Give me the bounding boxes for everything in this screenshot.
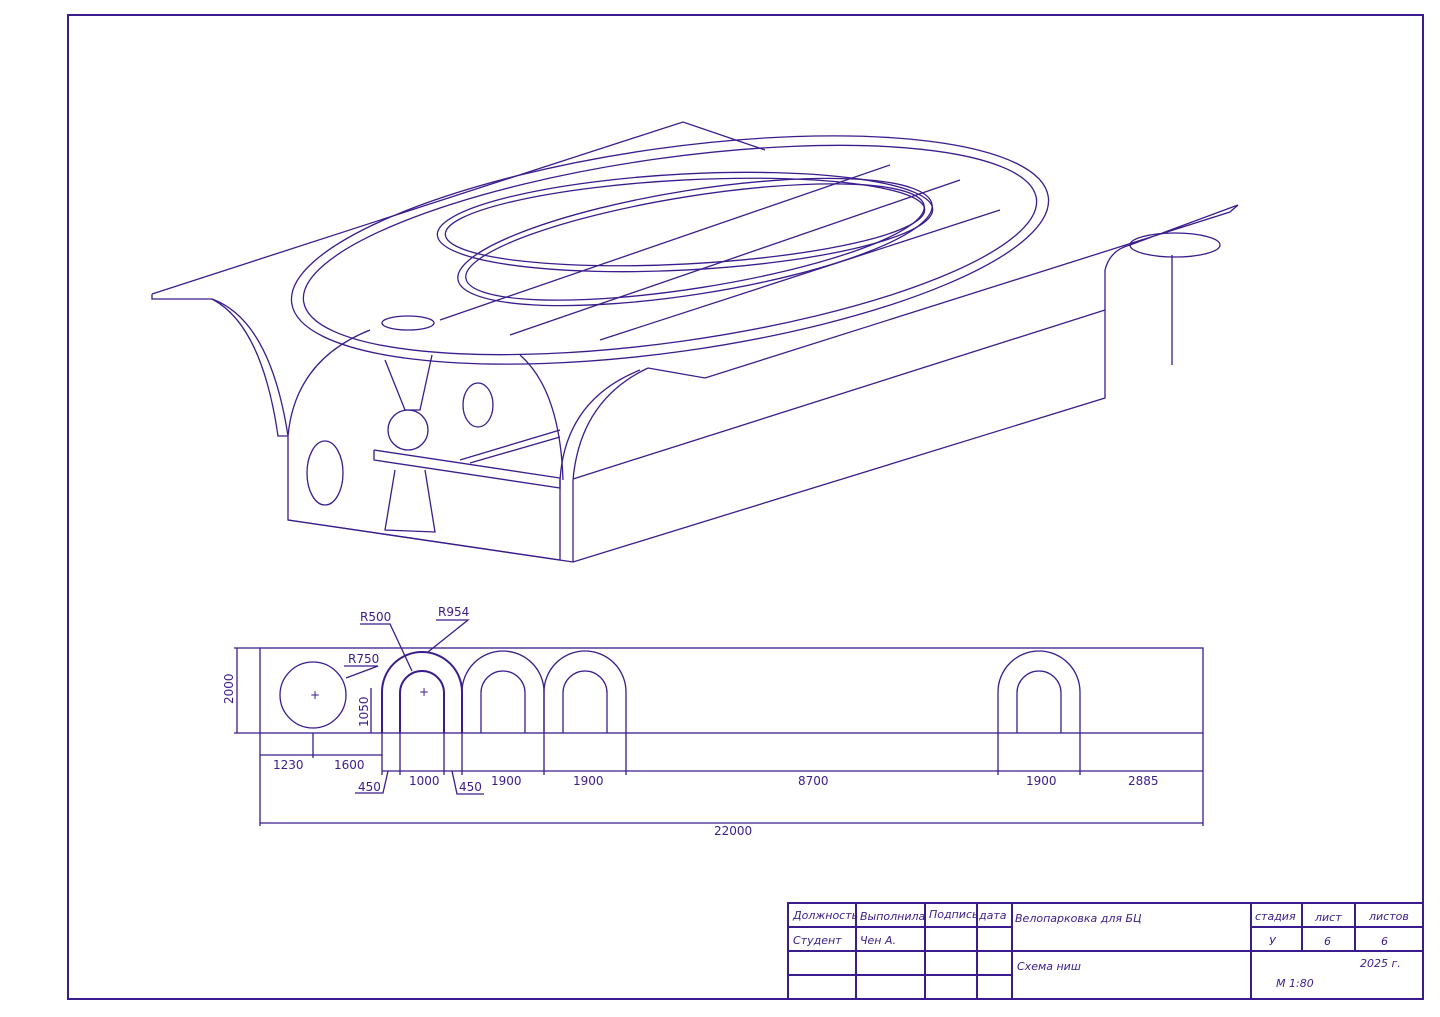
isometric-view — [151, 121, 1239, 563]
scale: М 1:80 — [1276, 977, 1314, 990]
header-signature: Подпись — [929, 908, 978, 921]
dimension: 1900 — [573, 774, 604, 788]
sheets-total: 6 — [1381, 935, 1388, 948]
role: Студент — [793, 934, 842, 947]
project-name: Велопарковка для БЦ — [1015, 912, 1142, 925]
stage: У — [1269, 935, 1277, 948]
sheet-title: Схема ниш — [1017, 960, 1081, 973]
dimension: 450 — [358, 780, 381, 794]
dimension: 1000 — [409, 774, 440, 788]
dimension: 1900 — [1026, 774, 1057, 788]
header-date: дата — [978, 909, 1007, 922]
dimension: 2885 — [1128, 774, 1159, 788]
author: Чен А. — [860, 934, 896, 947]
svg-text:+: + — [419, 685, 429, 699]
radius-label: R750 — [348, 652, 379, 666]
sheet-label: лист — [1314, 911, 1342, 924]
dimension: 1230 — [273, 758, 304, 772]
radius-label: R954 — [438, 605, 469, 619]
radius-label: R500 — [360, 610, 391, 624]
header-position: Должность — [792, 909, 858, 922]
round-niche — [279, 661, 347, 729]
svg-text:+: + — [310, 688, 320, 702]
dimension: 450 — [459, 780, 482, 794]
title-block: Должность Выполнила Подпись дата Велопар… — [787, 902, 1424, 1000]
year: 2025 г. — [1360, 957, 1401, 970]
total-dimension: 22000 — [714, 824, 752, 838]
dimension: 1600 — [334, 758, 365, 772]
niche-elevation: + + R500 R954 R750 2000 1050 1230 1600 — [222, 605, 1204, 838]
arch-height-dimension: 1050 — [357, 696, 371, 727]
dimension: 8700 — [798, 774, 829, 788]
arch-niches: + — [381, 650, 1081, 733]
dimension: 1900 — [491, 774, 522, 788]
stage-label: стадия — [1255, 910, 1296, 923]
height-dimension: 2000 — [222, 673, 236, 704]
header-performed: Выполнила — [860, 910, 926, 923]
sheets-label: листов — [1368, 910, 1409, 923]
sheet-frame — [67, 14, 1424, 1000]
sheet-number: 6 — [1324, 935, 1331, 948]
